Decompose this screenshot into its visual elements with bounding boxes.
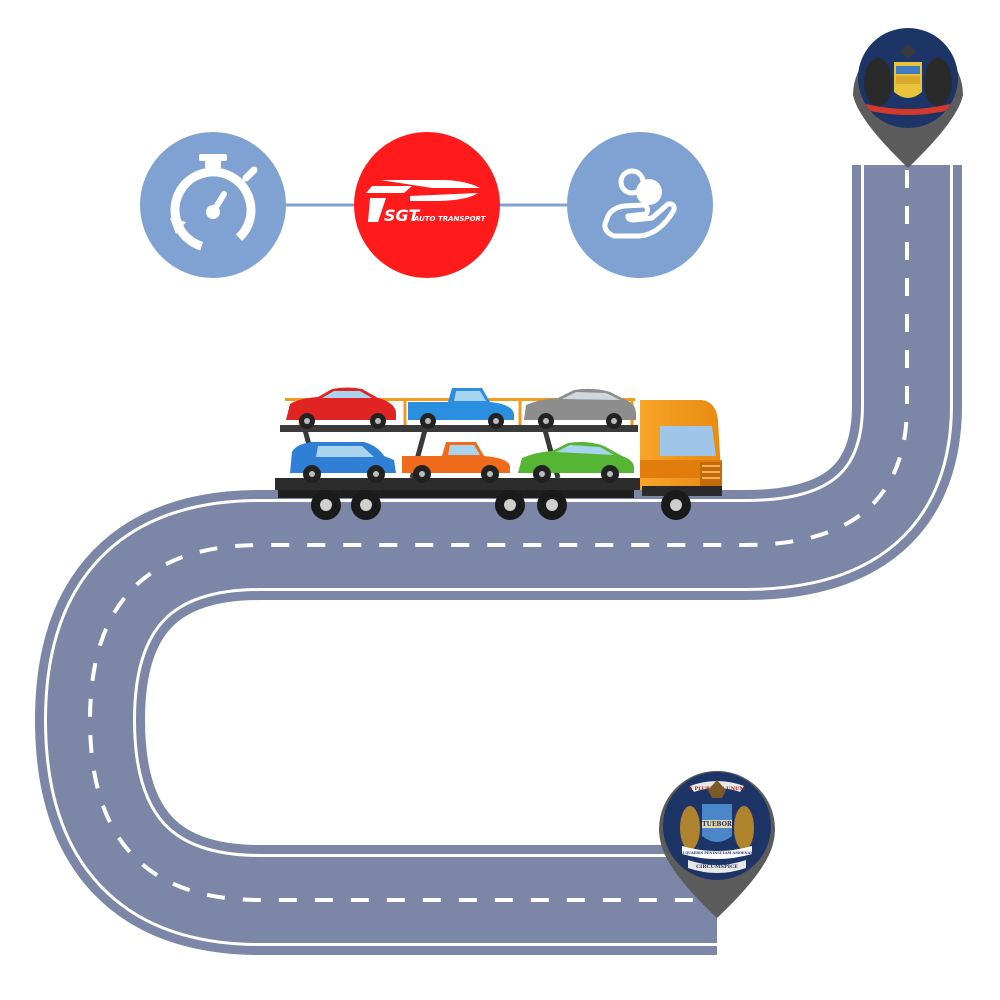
bottom-car-blue-suv	[290, 442, 396, 483]
truck-cab	[640, 400, 722, 496]
truck-wheels	[311, 490, 691, 520]
top-car-red	[286, 387, 396, 429]
pennsylvania-seal-pin	[853, 28, 963, 168]
hand-coins-icon	[567, 132, 713, 278]
top-car-grey-sedan	[524, 388, 636, 429]
brand-logo: SGT AUTO TRANSPORT	[354, 132, 500, 278]
car-carrier-truck	[275, 387, 722, 520]
seal-shield-word: TUEBOR	[702, 821, 733, 828]
top-car-blue-pickup	[408, 388, 514, 429]
seal-bottom-word: CIRCUMSPICE	[696, 864, 738, 870]
michigan-seal-pin: E PLURIBUS UNUM TUEBOR SI QUAERIS PENINS…	[658, 770, 775, 918]
brand-tagline: AUTO TRANSPORT	[413, 215, 487, 223]
winding-road	[35, 165, 962, 955]
bottom-car-green-coupe	[518, 442, 634, 483]
stopwatch-icon	[140, 132, 286, 278]
road-lane	[47, 165, 950, 943]
feature-icons-row: SGT AUTO TRANSPORT	[140, 132, 713, 278]
brand-name: SGT	[384, 206, 420, 225]
bottom-car-orange-pickup	[402, 442, 510, 483]
seal-ribbon-text: SI QUAERIS PENINSULAM AMOENAM	[680, 851, 754, 855]
